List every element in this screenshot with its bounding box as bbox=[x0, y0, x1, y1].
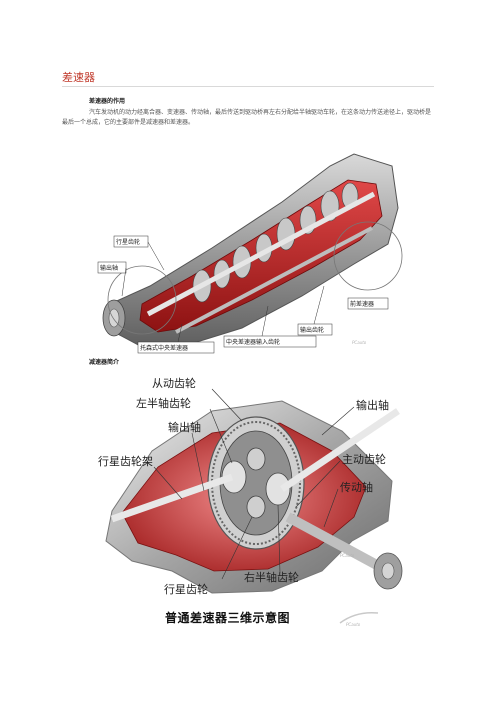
label-planet-gear: 行星齿轮 bbox=[164, 582, 208, 596]
svg-text:输出轴: 输出轴 bbox=[100, 264, 118, 272]
label-planet-gear: 行星齿轮 bbox=[113, 235, 165, 271]
label-output-shaft: 输出轴 bbox=[97, 261, 127, 297]
label-drive-shaft: 传动轴 bbox=[340, 480, 373, 494]
main-shaft bbox=[146, 191, 376, 317]
caption-watermark-logo: PCauto bbox=[339, 611, 379, 627]
label-output-shaft-left: 输出轴 bbox=[168, 420, 201, 434]
secondary-shaft bbox=[175, 226, 373, 334]
section-paragraph-function: 汽车发动机的动力经离合器、变速器、传动轴，最后传送到驱动桥再左右分配给半轴驱动车… bbox=[62, 109, 432, 126]
svg-text:中央差速器输入齿轮: 中央差速器输入齿轮 bbox=[226, 338, 280, 346]
svg-text:输出齿轮: 输出齿轮 bbox=[300, 326, 324, 334]
svg-text:行星齿轮: 行星齿轮 bbox=[116, 238, 140, 246]
front-differential-outline bbox=[333, 221, 403, 291]
label-torsen-center-diff: 托森式中央差速器 bbox=[137, 323, 215, 354]
planet-gear-lower bbox=[246, 495, 266, 519]
label-drive-gear: 主动齿轮 bbox=[342, 452, 386, 466]
section-heading-function: 差速器的作用 bbox=[89, 98, 126, 105]
label-right-half-shaft-gear: 右半轴齿轮 bbox=[244, 570, 299, 584]
label-center-diff-input-gear: 中央差速器输入齿轮 bbox=[223, 305, 317, 348]
figure1-watermark: PCauto bbox=[352, 340, 367, 345]
label-front-diff: 前差速器 bbox=[347, 297, 389, 310]
title-divider bbox=[62, 86, 434, 87]
transmission-cutaway-figure: 行星齿轮 输出轴 托森式中央差速器 中央差速器输入齿轮 输出齿轮 前差速器 PC… bbox=[97, 153, 403, 354]
label-output-gear: 输出齿轮 bbox=[297, 285, 333, 336]
output-shaft-right bbox=[280, 408, 400, 492]
svg-text:PCauto: PCauto bbox=[346, 622, 361, 627]
figure-caption: 普通差速器三维示意图 bbox=[165, 611, 291, 625]
figure2-watermark: PCauto bbox=[340, 553, 355, 558]
drive-shaft bbox=[285, 512, 391, 576]
planet-gear-outline bbox=[107, 265, 177, 335]
output-shaft-left bbox=[110, 473, 234, 523]
label-output-shaft-right: 输出轴 bbox=[356, 398, 389, 412]
svg-text:前差速器: 前差速器 bbox=[350, 300, 374, 308]
label-left-half-shaft-gear: 左半轴齿轮 bbox=[136, 396, 191, 410]
label-planet-carrier: 行星齿轮架 bbox=[98, 454, 153, 468]
section-heading-reducer: 减速器简介 bbox=[89, 359, 120, 366]
planet-gear bbox=[246, 447, 266, 471]
svg-text:托森式中央差速器: 托森式中央差速器 bbox=[140, 344, 188, 352]
page-title: 差速器 bbox=[62, 71, 95, 84]
label-driven-gear: 从动齿轮 bbox=[152, 376, 196, 390]
differential-3d-figure: 从动齿轮 左半轴齿轮 输出轴 行星齿轮架 输出轴 主动齿轮 传动轴 右半轴齿轮 … bbox=[98, 376, 403, 596]
